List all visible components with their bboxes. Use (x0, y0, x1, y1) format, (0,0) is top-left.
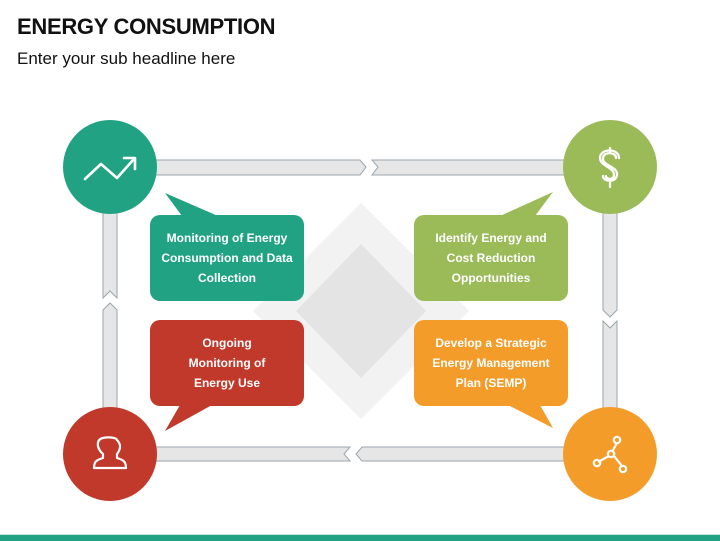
connector-top-right (370, 159, 601, 176)
user-icon (92, 436, 128, 470)
step-label-develop: Develop a Strategic Energy Management Pl… (432, 336, 550, 390)
trend-up-arrow-icon (83, 156, 137, 181)
step-bubble-identify: Identify Energy and Cost Reduction Oppor… (414, 215, 568, 301)
step-bubble-monitoring: Monitoring of Energy Consumption and Dat… (150, 215, 304, 301)
center-diamond-inner (296, 244, 426, 378)
step-label-ongoing: Ongoing Monitoring of Energy Use (188, 336, 266, 390)
step-label-monitoring: Monitoring of Energy Consumption and Dat… (161, 231, 293, 285)
bubble-tail-teal (165, 193, 218, 216)
step-bubble-ongoing: Ongoing Monitoring of Energy Use (150, 320, 304, 406)
bubble-tail-orange (508, 405, 553, 428)
connector-left-lower (102, 302, 118, 421)
connector-left-upper (102, 199, 118, 300)
page-subtitle: Enter your sub headline here (17, 49, 236, 68)
connector-right-lower (602, 319, 618, 421)
connector-bottom-left (149, 446, 352, 462)
connector-right-upper (602, 199, 618, 318)
page-title: ENERGY CONSUMPTION (17, 14, 276, 39)
connector-top-left (149, 159, 367, 176)
bubble-tail-red (165, 405, 212, 431)
step-circle-red (63, 407, 157, 501)
step-label-identify: Identify Energy and Cost Reduction Oppor… (435, 231, 547, 285)
footer-accent-bar (0, 534, 720, 541)
step-circle-teal (63, 120, 157, 214)
dollar-sign-icon (598, 146, 621, 189)
step-bubble-develop: Develop a Strategic Energy Management Pl… (414, 320, 568, 406)
network-nodes-icon (592, 435, 628, 474)
bubble-tail-green (500, 192, 553, 216)
step-circle-orange (563, 407, 657, 501)
